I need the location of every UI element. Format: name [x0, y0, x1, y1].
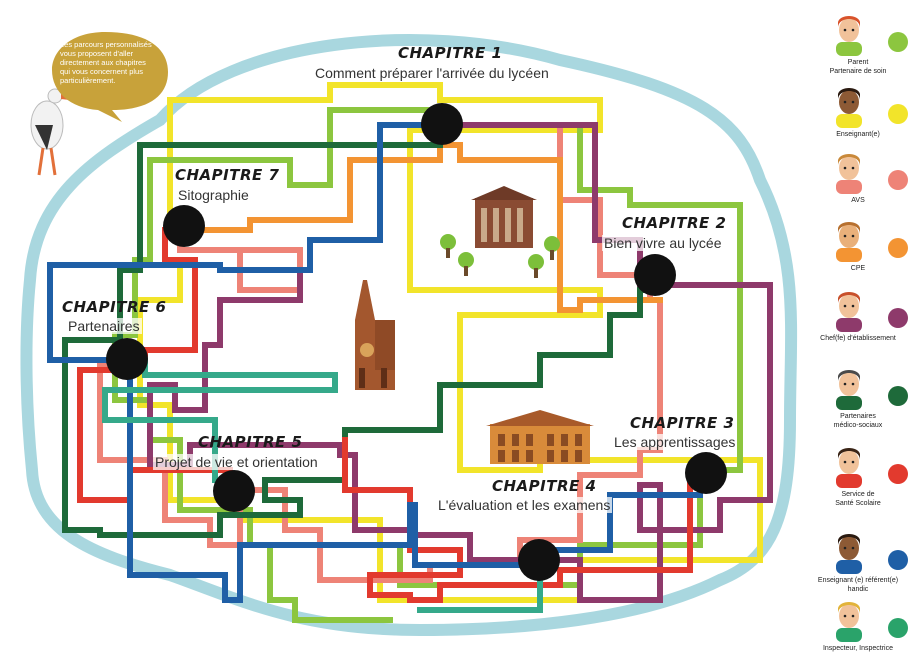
station-chapitre-6 — [106, 338, 148, 380]
chapter-1-title[interactable]: CHAPITRE 1 — [398, 44, 503, 62]
legend-item[interactable]: Partenaires médico-sociaux — [808, 366, 914, 429]
chapter-1-subtitle[interactable]: Comment préparer l'arrivée du lycéen — [313, 65, 551, 81]
person-avatar-icon — [836, 16, 862, 56]
route-lime — [112, 107, 743, 623]
legend-color-dot — [888, 618, 908, 638]
legend-color-dot — [888, 32, 908, 52]
legend-label: Chef(fe) d'établissement — [820, 335, 896, 342]
legend-color-dot — [888, 238, 908, 258]
legend-label: CPE — [850, 265, 866, 272]
chapter-2-subtitle[interactable]: Bien vivre au lycée — [602, 235, 724, 251]
legend-item[interactable]: Parent Partenaire de soin — [808, 12, 914, 75]
route-yellow — [137, 82, 763, 603]
route-darkgreen — [62, 127, 658, 538]
person-avatar-icon — [836, 292, 862, 332]
route-orange — [197, 142, 663, 313]
lycee-building — [471, 186, 537, 248]
chapter-2-title[interactable]: CHAPITRE 2 — [622, 214, 727, 232]
person-avatar-icon — [836, 154, 862, 194]
legend-color-dot — [888, 386, 908, 406]
station-chapitre-3 — [685, 452, 727, 494]
legend-item[interactable]: Chef(fe) d'établissement — [808, 288, 914, 348]
chapter-3-title[interactable]: CHAPITRE 3 — [630, 414, 735, 432]
person-avatar-icon — [836, 534, 862, 574]
legend-item[interactable]: CPE — [808, 218, 914, 278]
legend-item[interactable]: Enseignant (e) référent(e) handic — [808, 530, 914, 593]
chapter-6-subtitle[interactable]: Partenaires — [66, 318, 142, 334]
person-avatar-icon — [836, 448, 862, 488]
route-blue — [47, 122, 703, 603]
chapter-7-title[interactable]: CHAPITRE 7 — [175, 166, 280, 184]
legend-label: Parent Partenaire de soin — [829, 59, 887, 75]
legend-color-dot — [888, 464, 908, 484]
chapter-7-subtitle[interactable]: Sitographie — [176, 187, 251, 203]
person-avatar-icon — [836, 88, 862, 128]
legend-item[interactable]: AVS — [808, 150, 914, 210]
station-chapitre-4 — [518, 539, 560, 581]
person-avatar-icon — [836, 370, 862, 410]
legend-item[interactable]: Inspecteur, Inspectrice — [808, 598, 914, 658]
legend-item[interactable]: Service de Santé Scolaire — [808, 444, 914, 507]
town-hall — [486, 410, 594, 464]
speech-bubble — [52, 32, 168, 122]
legend-label: Service de Santé Scolaire — [835, 491, 881, 507]
chapter-4-title[interactable]: CHAPITRE 4 — [492, 477, 597, 495]
legend-label: Partenaires médico-sociaux — [833, 413, 883, 429]
bubble-text: Les parcours personnalisés vous proposen… — [60, 40, 152, 85]
legend-label: Inspecteur, Inspectrice — [822, 645, 894, 652]
territory-outline — [20, 34, 798, 637]
cathedral — [355, 280, 395, 390]
legend-label: Enseignant (e) référent(e) handic — [817, 577, 899, 593]
station-chapitre-5 — [213, 470, 255, 512]
legend-item[interactable]: Enseignant(e) — [808, 84, 914, 144]
station-chapitre-7 — [163, 205, 205, 247]
chapter-3-subtitle[interactable]: Les apprentissages — [612, 434, 738, 450]
legend-label: Enseignant(e) — [836, 131, 880, 138]
chapter-5-subtitle[interactable]: Projet de vie et orientation — [153, 454, 320, 470]
chapter-4-subtitle[interactable]: L'évaluation et les examens — [436, 497, 613, 513]
trees — [440, 234, 560, 278]
legend-label: AVS — [851, 197, 865, 204]
legend-color-dot — [888, 104, 908, 124]
station-chapitre-1 — [421, 103, 463, 145]
legend-color-dot — [888, 550, 908, 570]
chapter-6-title[interactable]: CHAPITRE 6 — [62, 298, 167, 316]
legend-color-dot — [888, 170, 908, 190]
stork-illustration — [30, 88, 87, 176]
chapter-5-title[interactable]: CHAPITRE 5 — [198, 433, 303, 451]
person-avatar-icon — [836, 222, 862, 262]
legend-color-dot — [888, 308, 908, 328]
person-avatar-icon — [836, 602, 862, 642]
station-chapitre-2 — [634, 254, 676, 296]
